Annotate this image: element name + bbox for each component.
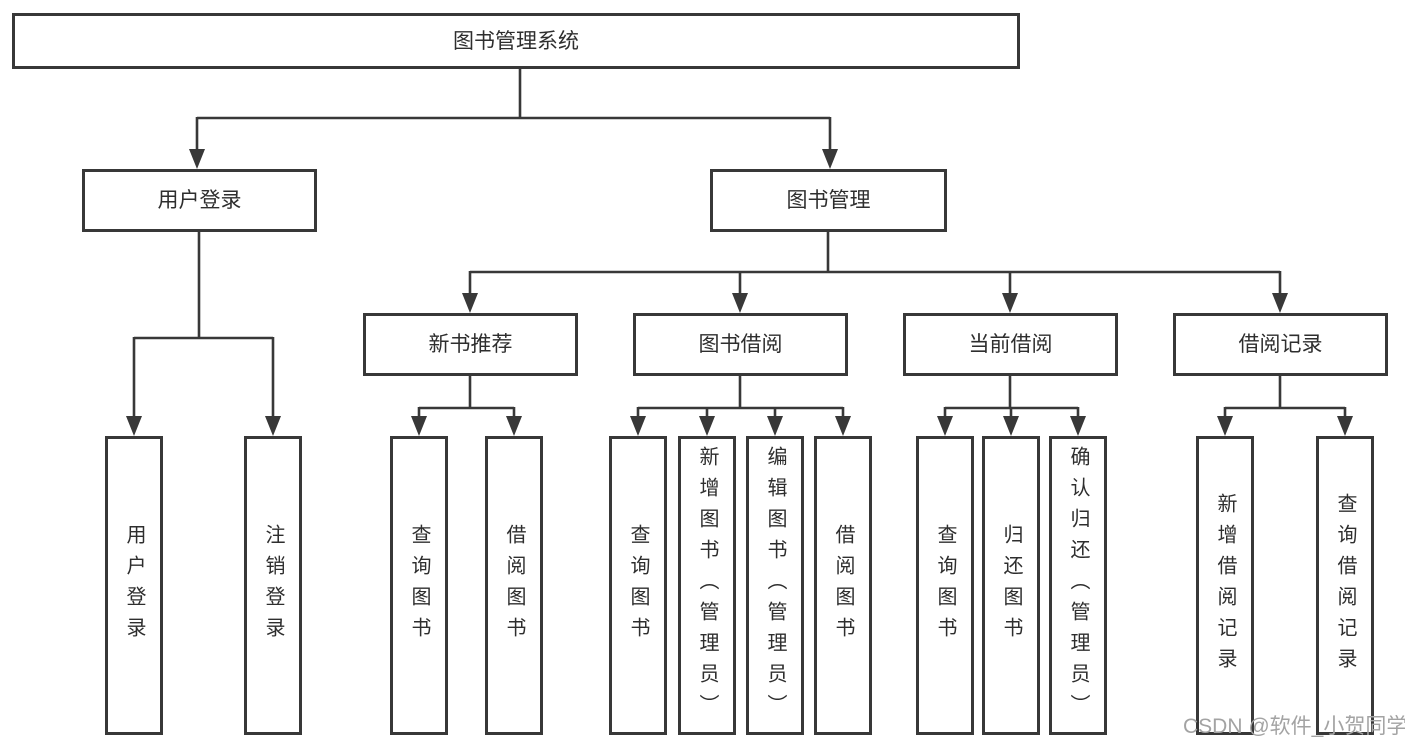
node-current-borrowing: 当前借阅 <box>903 313 1118 376</box>
arrowhead <box>835 416 851 436</box>
leaf-logout: 注销登录 <box>244 436 302 735</box>
arrowhead <box>506 416 522 436</box>
node-label: 借阅图书 <box>832 523 854 648</box>
node-label: 借阅图书 <box>503 523 525 648</box>
leaf-edit-books-admin: 编辑图书（管理员） <box>746 436 804 735</box>
node-label: 确认归还（管理员） <box>1067 446 1089 725</box>
arrowhead <box>462 293 478 313</box>
node-label: 新增借阅记录 <box>1214 492 1236 679</box>
arrowhead <box>630 416 646 436</box>
leaf-add-books-admin: 新增图书（管理员） <box>678 436 736 735</box>
arrowhead <box>822 149 838 169</box>
arrowhead <box>265 416 281 436</box>
arrowhead <box>1003 416 1019 436</box>
node-label: 新书推荐 <box>428 333 513 356</box>
leaf-query-books-borrowing: 查询图书 <box>609 436 667 735</box>
arrowhead <box>126 416 142 436</box>
node-borrowing-records: 借阅记录 <box>1173 313 1388 376</box>
leaf-query-books-current: 查询图书 <box>916 436 974 735</box>
node-label: 图书管理 <box>786 189 871 212</box>
node-label: 借阅记录 <box>1238 333 1323 356</box>
node-label: 当前借阅 <box>968 333 1053 356</box>
node-label: 查询图书 <box>934 523 956 648</box>
node-label: 编辑图书（管理员） <box>764 446 786 725</box>
node-book-management-branch: 图书管理 <box>710 169 947 232</box>
arrowhead <box>1002 293 1018 313</box>
arrowhead <box>1217 416 1233 436</box>
leaf-confirm-return-admin: 确认归还（管理员） <box>1049 436 1107 735</box>
leaf-return-books: 归还图书 <box>982 436 1040 735</box>
arrowhead <box>189 149 205 169</box>
node-book-borrowing: 图书借阅 <box>633 313 848 376</box>
node-label: 用户登录 <box>123 523 145 648</box>
arrowhead <box>767 416 783 436</box>
leaf-user-login: 用户登录 <box>105 436 163 735</box>
leaf-borrow-books-recommend: 借阅图书 <box>485 436 543 735</box>
node-new-book-recommendation: 新书推荐 <box>363 313 578 376</box>
node-user-login-branch: 用户登录 <box>82 169 317 232</box>
arrowhead <box>937 416 953 436</box>
arrowhead <box>732 293 748 313</box>
arrowhead <box>1337 416 1353 436</box>
leaf-query-books-recommend: 查询图书 <box>390 436 448 735</box>
node-label: 归还图书 <box>1000 523 1022 648</box>
leaf-borrow-books: 借阅图书 <box>814 436 872 735</box>
leaf-query-borrow-record: 查询借阅记录 <box>1316 436 1374 735</box>
node-label: 图书管理系统 <box>453 29 579 53</box>
node-label: 用户登录 <box>157 189 242 212</box>
arrowhead <box>1070 416 1086 436</box>
node-label: 图书借阅 <box>698 333 783 356</box>
arrowhead <box>411 416 427 436</box>
arrowhead <box>1272 293 1288 313</box>
arrowhead <box>699 416 715 436</box>
node-label: 查询借阅记录 <box>1334 492 1356 679</box>
leaf-add-borrow-record: 新增借阅记录 <box>1196 436 1254 735</box>
node-label: 新增图书（管理员） <box>696 446 718 725</box>
node-label: 查询图书 <box>627 523 649 648</box>
node-root-library-system: 图书管理系统 <box>12 13 1020 69</box>
node-label: 查询图书 <box>408 523 430 648</box>
node-label: 注销登录 <box>262 523 284 648</box>
